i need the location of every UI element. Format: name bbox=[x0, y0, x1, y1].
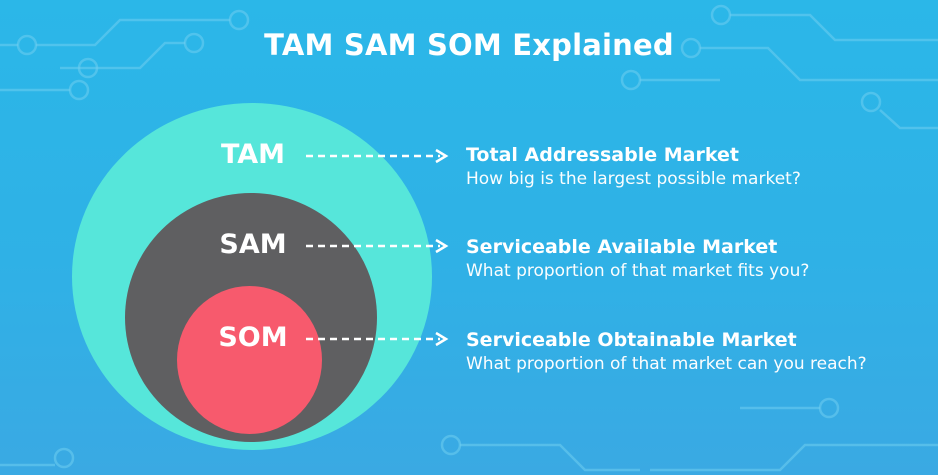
sam-label: SAM bbox=[219, 229, 287, 260]
tam-name: Total Addressable Market bbox=[466, 144, 739, 166]
som-question: What proportion of that market can you r… bbox=[466, 354, 867, 374]
som-circle bbox=[177, 286, 322, 434]
som-label: SOM bbox=[218, 322, 288, 353]
som-name: Serviceable Obtainable Market bbox=[466, 329, 797, 351]
tam-question: How big is the largest possible market? bbox=[466, 169, 801, 189]
tam-description: Total Addressable Market How big is the … bbox=[466, 143, 801, 191]
tam-arrow bbox=[306, 148, 449, 164]
sam-question: What proportion of that market fits you? bbox=[466, 261, 810, 281]
sam-description: Serviceable Available Market What propor… bbox=[466, 235, 809, 283]
som-description: Serviceable Obtainable Market What propo… bbox=[466, 328, 867, 376]
sam-arrow bbox=[306, 238, 449, 254]
sam-name: Serviceable Available Market bbox=[466, 236, 778, 258]
tam-label: TAM bbox=[220, 139, 286, 170]
som-arrow bbox=[306, 331, 449, 347]
diagram-title: TAM SAM SOM Explained bbox=[264, 28, 674, 62]
